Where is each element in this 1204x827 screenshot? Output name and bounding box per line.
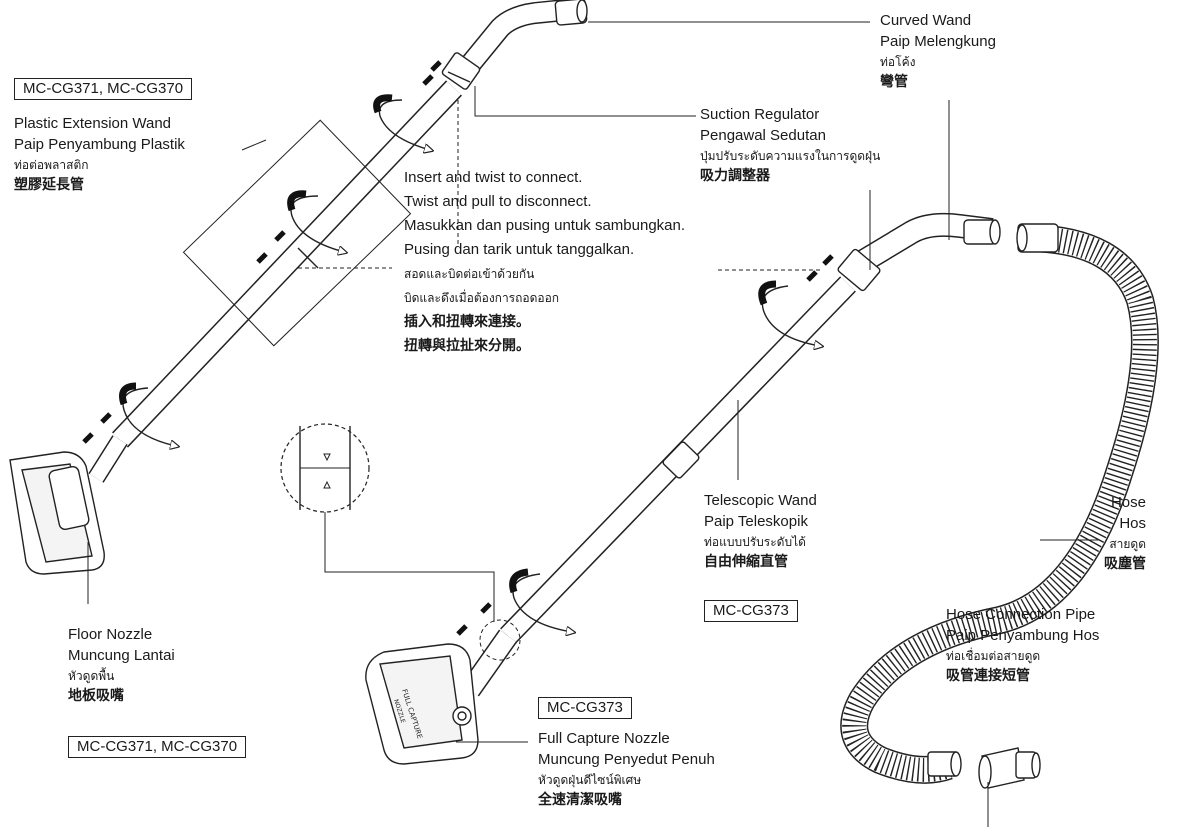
label-telescopic-wand: Telescopic Wand Paip Teleskopik ท่อแบบปร… [704,490,817,573]
extension-wand-ms: Paip Penyambung Plastik [14,136,185,153]
full-capture-th: หัวดูดฝุ่นดีไซน์พิเศษ [538,773,642,787]
telescopic-wand-en: Telescopic Wand [704,492,817,509]
model-tag-top-left: MC-CG371, MC-CG370 [14,78,193,100]
curved-wand-th: ท่อโค้ง [880,55,916,69]
floor-nozzle-th: หัวดูดพื้น [68,669,115,683]
model-tag-full-capture: MC-CG373 [538,697,632,719]
left-wand-assembly [9,0,588,575]
model-tag-telescopic: MC-CG373 [704,600,798,622]
hose-connection-th: ท่อเชื่อมต่อสายดูด [946,649,1041,663]
label-instructions: Insert and twist to connect. Twist and p… [404,166,685,358]
floor-nozzle-zh: 地板吸嘴 [68,688,124,704]
extension-wand-zh: 塑膠延長管 [14,177,84,193]
instructions-th2: บิดและดึงเมื่อต้องการถอดออก [404,291,560,305]
extension-wand-th: ท่อต่อพลาสติก [14,158,89,172]
hose-connection-pipe [978,747,1041,789]
hose-th: สายดูด [1109,537,1146,551]
curved-wand-zh: 彎管 [880,74,908,90]
hose-connection-zh: 吸管連接短管 [946,668,1030,684]
hose-ms: Hos [1119,515,1146,532]
floor-nozzle-en: Floor Nozzle [68,626,153,643]
hose-zh: 吸塵管 [1104,556,1146,572]
suction-regulator-en: Suction Regulator [700,106,820,123]
label-hose-connection-pipe: Hose Connection Pipe Paip Penyambung Hos… [946,604,1099,687]
hose [840,223,1159,784]
detail-magnifier [280,423,521,661]
hose-connection-en: Hose Connection Pipe [946,606,1096,623]
telescopic-wand-th: ท่อแบบปรับระดับได้ [704,535,806,549]
curved-wand-en: Curved Wand [880,12,972,29]
middle-wand-assembly: FULL CAPTURE NOZZLE [365,212,1001,765]
label-curved-wand: Curved Wand Paip Melengkung ท่อโค้ง 彎管 [880,10,996,93]
telescopic-wand-ms: Paip Teleskopik [704,513,808,530]
label-extension-wand: Plastic Extension Wand Paip Penyambung P… [14,113,185,196]
suction-regulator-ms: Pengawal Sedutan [700,127,826,144]
label-hose: Hose Hos สายดูด 吸塵管 [1104,492,1146,575]
instructions-en1: Insert and twist to connect. [404,169,583,186]
extension-wand-callout-box [182,119,412,347]
instructions-zh2: 扭轉與拉扯來分開。 [404,338,530,354]
telescopic-lock-ring [662,441,700,479]
label-suction-regulator: Suction Regulator Pengawal Sedutan ปุ่มป… [700,104,880,187]
instructions-en2: Twist and pull to disconnect. [404,193,592,210]
instructions-ms2: Pusing dan tarik untuk tanggalkan. [404,241,635,258]
suction-regulator-zh: 吸力調整器 [700,168,770,184]
suction-regulator-ring-2 [837,248,881,292]
suction-regulator-ring [441,52,481,90]
model-tag-bottom-left: MC-CG371, MC-CG370 [68,736,247,758]
full-capture-zh: 全速清潔吸嘴 [538,792,622,808]
curved-wand-ms: Paip Melengkung [880,33,996,50]
hose-en: Hose [1110,494,1146,511]
instructions-zh1: 插入和扭轉來連接。 [404,314,530,330]
suction-regulator-th: ปุ่มปรับระดับความแรงในการดูดฝุ่น [700,149,881,163]
label-floor-nozzle: Floor Nozzle Muncung Lantai หัวดูดพื้น 地… [68,624,175,707]
full-capture-ms: Muncung Penyedut Penuh [538,751,715,768]
floor-nozzle-ms: Muncung Lantai [68,647,175,664]
extension-wand-en: Plastic Extension Wand [14,115,172,132]
full-capture-en: Full Capture Nozzle [538,730,670,747]
instructions-th1: สอดและบิดต่อเข้าด้วยกัน [404,267,535,281]
leader-lines [87,21,1100,827]
hose-connection-ms: Paip Penyambung Hos [946,627,1100,644]
instructions-ms1: Masukkan dan pusing untuk sambungkan. [404,217,686,234]
telescopic-wand-zh: 自由伸縮直管 [704,554,788,570]
label-full-capture-nozzle: Full Capture Nozzle Muncung Penyedut Pen… [538,728,715,811]
